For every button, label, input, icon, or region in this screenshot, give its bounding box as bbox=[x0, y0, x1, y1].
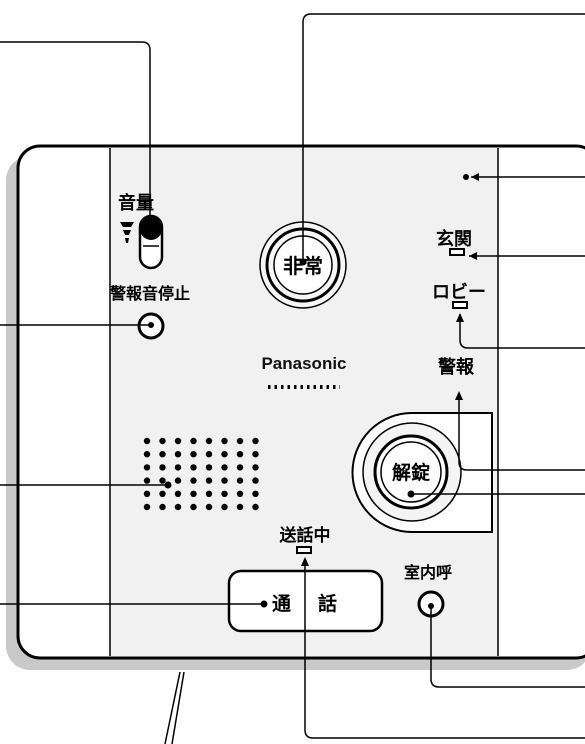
marker-alarm-stop bbox=[148, 322, 154, 328]
callout-lines bbox=[0, 13, 585, 739]
speaker-hole bbox=[159, 451, 166, 458]
callout-talking-line bbox=[304, 560, 585, 739]
speaker-hole bbox=[143, 490, 151, 497]
callout-markers bbox=[146, 173, 479, 609]
speaker-hole bbox=[236, 503, 244, 511]
talk-label-part2: 話 bbox=[318, 592, 337, 615]
alarm-label: 警報 bbox=[438, 356, 475, 378]
speaker-hole bbox=[143, 437, 151, 445]
speaker-hole bbox=[174, 490, 182, 497]
marker-volume bbox=[146, 219, 154, 227]
speaker-hole bbox=[190, 490, 197, 497]
speaker-hole bbox=[159, 437, 166, 445]
speaker-hole bbox=[143, 503, 151, 511]
marker-speaker bbox=[164, 481, 172, 489]
arrow-entrance bbox=[469, 252, 477, 260]
speaker-hole bbox=[174, 503, 182, 511]
room-call-label: 室内呼 bbox=[404, 563, 452, 582]
entrance-led bbox=[449, 248, 465, 256]
speaker-hole bbox=[236, 437, 244, 445]
arrow-talking bbox=[301, 557, 309, 566]
talking-label: 送話中 bbox=[280, 525, 331, 546]
unlock-button-inner bbox=[380, 441, 442, 503]
speaker-hole bbox=[252, 451, 259, 458]
speaker-hole bbox=[221, 490, 228, 497]
speaker-hole bbox=[205, 503, 213, 511]
volume-label: 音量 bbox=[118, 192, 154, 214]
marker-room-call bbox=[428, 603, 434, 609]
speaker-hole bbox=[252, 477, 259, 484]
speaker-hole bbox=[205, 437, 213, 445]
volume-level-icon bbox=[120, 222, 134, 243]
speaker-hole bbox=[221, 477, 228, 484]
cable-line-1 bbox=[164, 671, 181, 744]
speaker-hole bbox=[236, 490, 244, 497]
speaker-hole bbox=[159, 477, 166, 484]
speaker-hole bbox=[221, 464, 228, 471]
speaker-hole bbox=[143, 477, 151, 484]
indicator-dot bbox=[463, 174, 469, 180]
volume-switch-knob bbox=[140, 216, 162, 240]
speaker-hole bbox=[221, 437, 228, 445]
arrow-lobby bbox=[456, 313, 464, 322]
speaker-hole bbox=[190, 451, 197, 458]
lobby-led bbox=[452, 301, 468, 309]
speaker-hole bbox=[159, 503, 166, 511]
arrow-indicator bbox=[471, 173, 479, 181]
speaker-hole bbox=[221, 451, 228, 458]
marker-unlock bbox=[407, 490, 415, 498]
alarm-stop-label: 警報音停止 bbox=[109, 284, 190, 303]
speaker-hole bbox=[159, 464, 166, 471]
speaker-hole bbox=[236, 477, 244, 484]
speaker-hole bbox=[221, 503, 228, 511]
arrow-alarm bbox=[455, 391, 463, 400]
unlock-button[interactable] bbox=[373, 434, 449, 510]
speaker-hole bbox=[190, 464, 197, 471]
speaker-hole bbox=[236, 451, 244, 458]
callout-volume-line bbox=[0, 41, 151, 220]
brand-logo: Panasonic bbox=[261, 354, 346, 373]
speaker-hole bbox=[190, 477, 197, 484]
speaker-hole bbox=[205, 464, 213, 471]
callout-emergency-line bbox=[302, 13, 585, 260]
marker-emergency bbox=[299, 258, 307, 266]
speaker-hole bbox=[190, 503, 197, 511]
speaker-hole bbox=[159, 490, 166, 497]
callout-room-call-line bbox=[430, 606, 585, 688]
talking-led bbox=[296, 546, 312, 554]
lobby-label: ロビー bbox=[432, 282, 486, 303]
speaker-hole bbox=[174, 477, 182, 484]
entrance-label: 玄関 bbox=[436, 228, 472, 250]
speaker-hole bbox=[174, 451, 182, 458]
marker-talk bbox=[260, 600, 268, 608]
callout-lobby-line bbox=[459, 314, 585, 349]
callout-alarm-line bbox=[458, 393, 585, 471]
speaker-hole bbox=[236, 464, 244, 471]
speaker-hole bbox=[174, 437, 182, 445]
cable-line-2 bbox=[171, 671, 185, 744]
speaker-hole bbox=[174, 464, 182, 471]
speaker-hole bbox=[143, 451, 151, 458]
speaker-grille bbox=[143, 437, 259, 511]
talk-label-part1: 通 bbox=[272, 593, 292, 615]
unlock-label: 解錠 bbox=[392, 461, 430, 484]
speaker-hole bbox=[205, 477, 213, 484]
speaker-hole bbox=[252, 464, 259, 471]
speaker-hole bbox=[252, 490, 259, 497]
speaker-hole bbox=[205, 490, 213, 497]
speaker-hole bbox=[190, 437, 197, 445]
speaker-hole bbox=[143, 464, 151, 471]
speaker-hole bbox=[252, 437, 259, 445]
speaker-hole bbox=[205, 451, 213, 458]
speaker-hole bbox=[252, 503, 259, 511]
